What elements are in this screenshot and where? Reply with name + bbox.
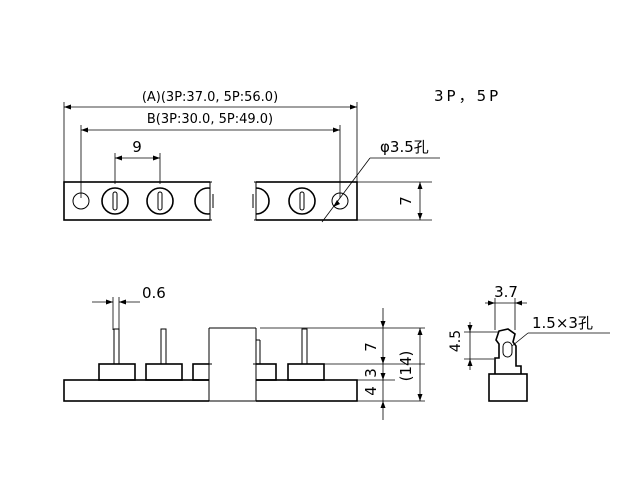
dim-pin-width: 0.6 (142, 284, 166, 302)
dim-total-height: (14) (397, 351, 415, 382)
top-view: (A)(3P:37.0, 5P:56.0) B(3P:30.0, 5P:49.0… (63, 90, 440, 224)
mounting-hole-left (72, 192, 90, 210)
mounting-hole-right (331, 192, 349, 210)
slot-label: 1.5×3孔 (532, 314, 593, 332)
screw-1 (101, 187, 129, 215)
dim-height-top: 7 (397, 196, 415, 206)
dim-height-7: 7 (362, 342, 380, 352)
variants-label: 3P，5P (434, 87, 501, 105)
dim-overall-a: (A)(3P:37.0, 5P:56.0) (142, 90, 278, 105)
dim-side-width: 3.7 (494, 283, 518, 301)
dim-pitch-b: B(3P:30.0, 5P:49.0) (147, 112, 273, 127)
side-view: 3.7 4.5 1.5×3孔 (448, 283, 610, 402)
screw-2 (146, 187, 174, 215)
front-view: 0.6 7 3 4 (63, 284, 425, 420)
dim-height-4: 4 (362, 386, 380, 396)
screw-5 (288, 187, 316, 215)
dim-height-3: 3 (362, 368, 380, 378)
dim-side-height: 4.5 (448, 330, 464, 352)
dim-pitch: 9 (132, 138, 142, 156)
hole-diameter-label: φ3.5孔 (380, 138, 429, 156)
